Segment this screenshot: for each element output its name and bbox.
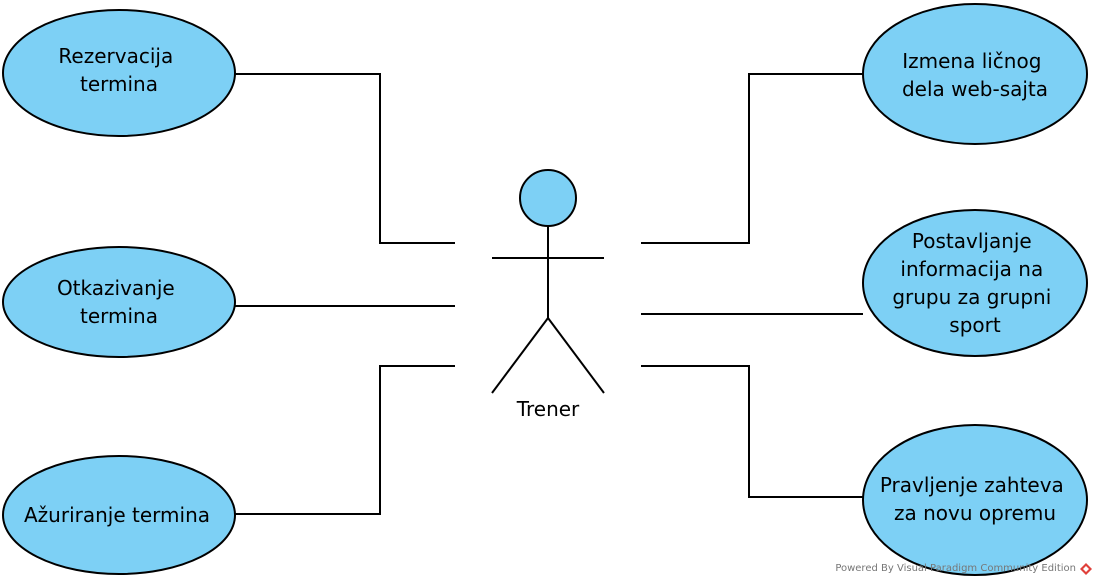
- use-case-label: Izmena ličnog dela web-sajta: [902, 49, 1048, 101]
- association-izmena: [641, 73, 863, 244]
- actor-label: Trener: [516, 397, 580, 421]
- association-rezervacija: [235, 73, 455, 244]
- use-case-label: Ažuriranje termina: [24, 503, 210, 527]
- visual-paradigm-logo-icon: [1080, 563, 1092, 575]
- use-case-rezervacija[interactable]: Rezervacija termina: [2, 9, 236, 137]
- association-lines: [235, 73, 863, 515]
- use-case-pravljenje[interactable]: Pravljenje zahteva za novu opremu: [862, 424, 1088, 576]
- label-line: Izmena ličnog: [902, 49, 1041, 73]
- label-line: dela web-sajta: [902, 77, 1048, 101]
- use-case-ellipse: [862, 3, 1088, 145]
- use-case-otkazivanje[interactable]: Otkazivanje termina: [2, 246, 236, 358]
- label-line: Ažuriranje termina: [24, 503, 210, 527]
- label-line: termina: [80, 304, 158, 328]
- use-case-label: Rezervacija termina: [58, 44, 179, 96]
- label-line: informacija na: [900, 257, 1043, 281]
- label-line: Otkazivanje: [57, 276, 175, 300]
- label-line: Postavljanje: [912, 229, 1032, 253]
- watermark-text: Powered By Visual Paradigm Community Edi…: [835, 563, 1076, 574]
- association-pravljenje: [641, 365, 863, 498]
- actor-trener[interactable]: Trener: [491, 169, 605, 421]
- use-case-izmena[interactable]: Izmena ličnog dela web-sajta: [862, 3, 1088, 145]
- actor-head: [519, 169, 577, 227]
- use-case-ellipse: [2, 455, 236, 575]
- use-case-azuriranje[interactable]: Ažuriranje termina: [2, 455, 236, 575]
- label-line: termina: [80, 72, 158, 96]
- label-line: za novu opremu: [894, 501, 1056, 525]
- use-case-postavljanje[interactable]: Postavljanje informacija na grupu za gru…: [862, 209, 1088, 357]
- use-case-label: Postavljanje informacija na grupu za gru…: [892, 229, 1057, 337]
- association-azuriranje: [235, 365, 455, 515]
- label-line: grupu za grupni: [892, 285, 1051, 309]
- use-case-ellipse: [862, 424, 1088, 576]
- use-case-ellipse: [2, 9, 236, 137]
- use-case-label: Otkazivanje termina: [57, 276, 181, 328]
- use-case-ellipse: [2, 246, 236, 358]
- label-line: Pravljenje zahteva: [880, 473, 1064, 497]
- actor-body: [491, 226, 605, 394]
- label-line: sport: [949, 313, 1001, 337]
- label-line: Rezervacija: [58, 44, 173, 68]
- use-case-label: Pravljenje zahteva za novu opremu: [880, 473, 1070, 525]
- use-case-ellipse: [862, 209, 1088, 357]
